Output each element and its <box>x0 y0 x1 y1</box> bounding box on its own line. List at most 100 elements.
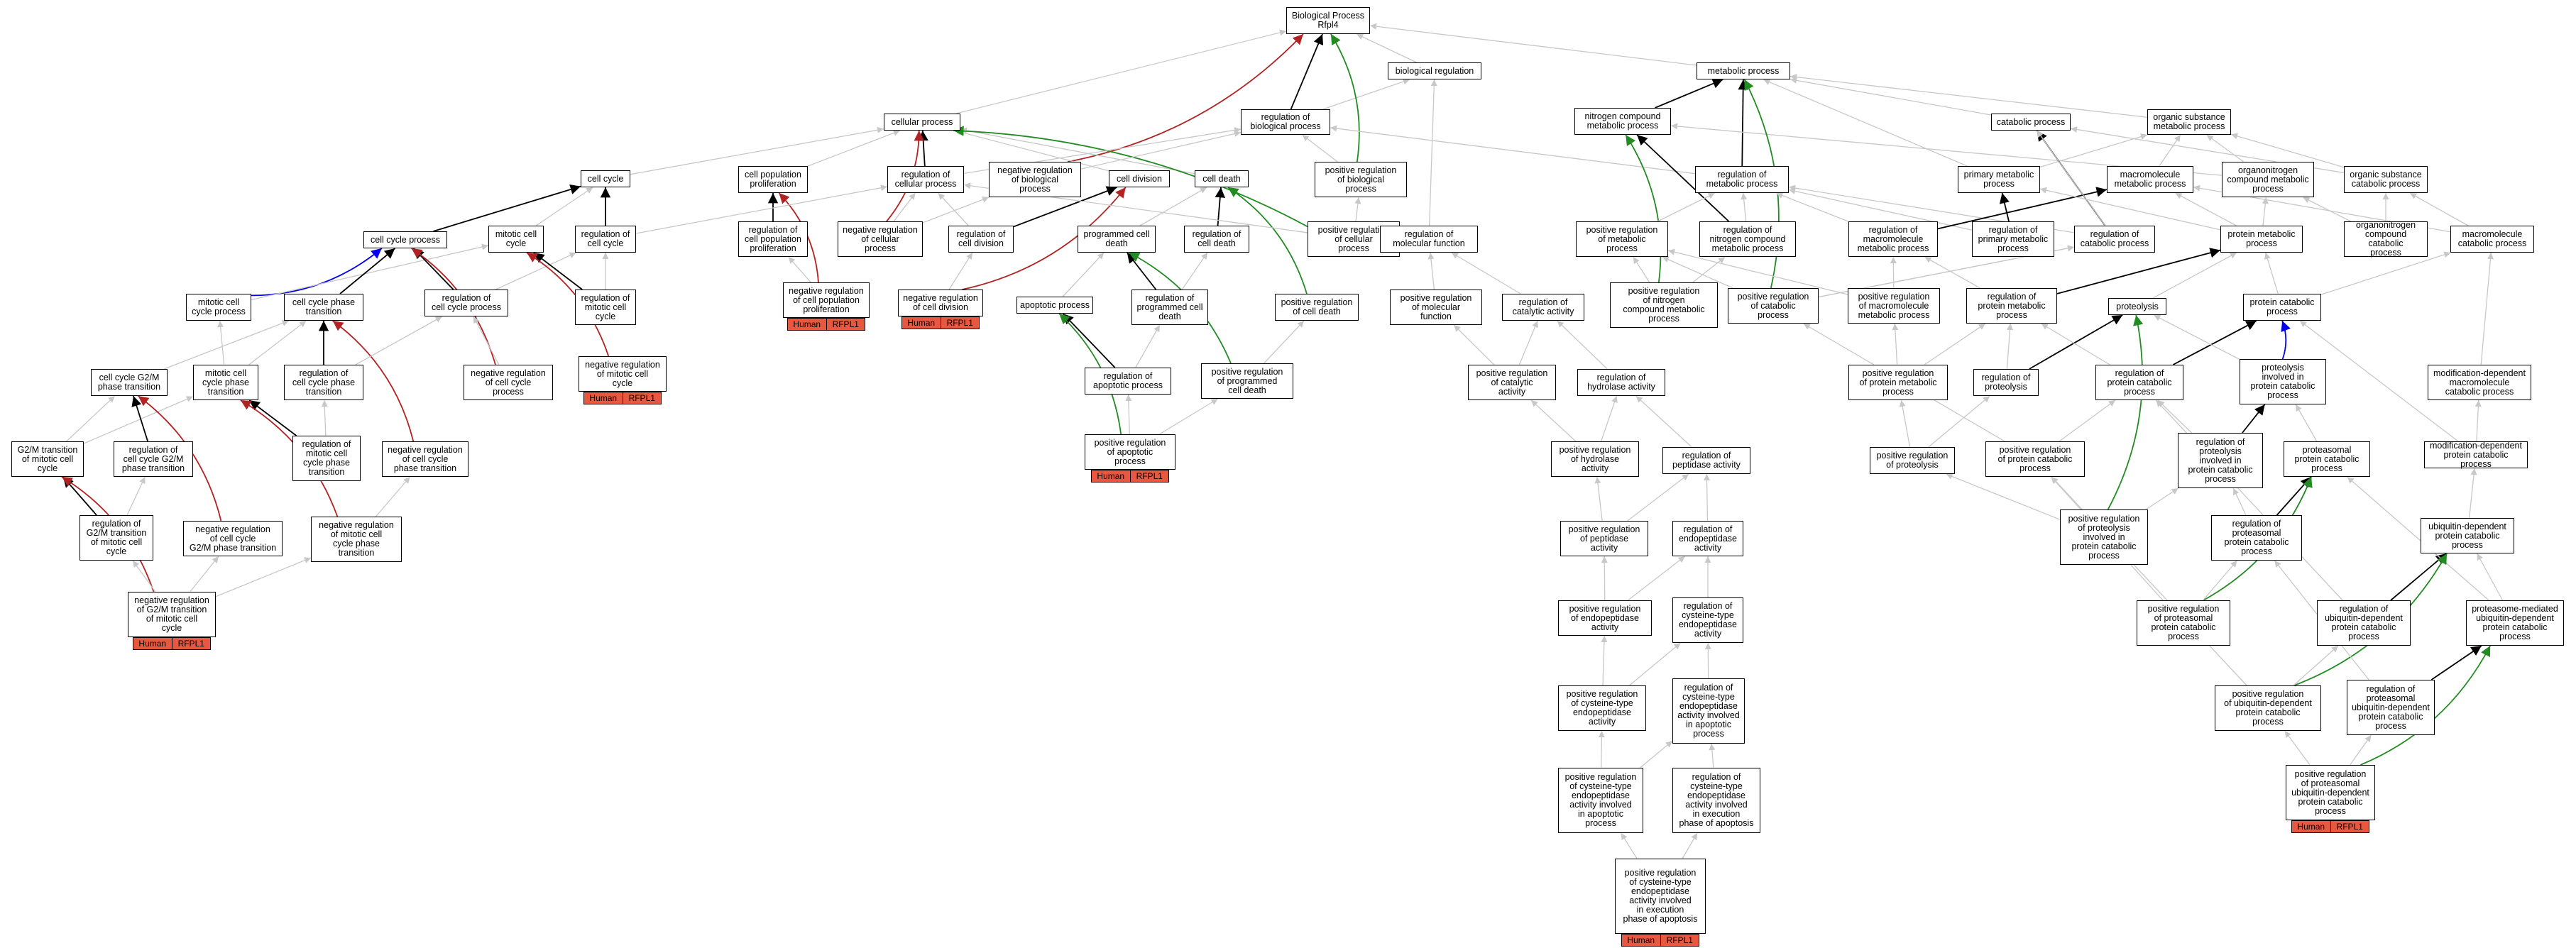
go-term-regcysexec[interactable]: regulation of cysteine-type endopeptidas… <box>1672 768 1760 833</box>
go-term-cellproc[interactable]: cellular process <box>884 114 960 131</box>
go-term-regprogdeath[interactable]: regulation of programmed cell death <box>1131 290 1208 325</box>
go-term-cellcycleproc[interactable]: cell cycle process <box>363 231 447 248</box>
go-term-mitcellcycleproc[interactable]: mitotic cell cycle process <box>186 294 251 321</box>
go-term-metab[interactable]: metabolic process <box>1697 62 1790 79</box>
go-term-primmetab[interactable]: primary metabolic process <box>1958 166 2040 193</box>
go-term-regcellpop[interactable]: regulation of cell population proliferat… <box>738 221 808 257</box>
go-term-posreghydro[interactable]: positive regulation of hydrolase activit… <box>1551 441 1639 477</box>
go-term-posregmolfun[interactable]: positive regulation of molecular functio… <box>1390 290 1482 325</box>
go-term-posregmetab[interactable]: positive regulation of metabolic process <box>1576 221 1668 257</box>
go-term-regmacro[interactable]: regulation of macromolecule metabolic pr… <box>1848 221 1938 257</box>
go-term-regprogdeath2[interactable]: positive regulation of programmed cell d… <box>1201 363 1293 399</box>
go-term-regproteasomeubi[interactable]: regulation of proteasomal ubiquitin-depe… <box>2347 680 2435 735</box>
go-term-posregcatab[interactable]: positive regulation of catabolic process <box>1728 288 1819 324</box>
go-term-moddepmacro[interactable]: modification-dependent macromolecule cat… <box>2428 365 2531 400</box>
go-term-posregproteasomal[interactable]: positive regulation of proteasomal prote… <box>2137 600 2230 646</box>
go-term-proteasomeubi[interactable]: proteasome-mediated ubiquitin-dependent … <box>2466 600 2564 646</box>
go-term-regnitro[interactable]: regulation of nitrogen compound metaboli… <box>1699 221 1796 257</box>
go-term-posregcatact[interactable]: positive regulation of catalytic activit… <box>1468 365 1556 400</box>
go-term-posregendopep[interactable]: positive regulation of endopeptidase act… <box>1558 600 1652 636</box>
go-term-orgsubcat[interactable]: organic substance catabolic process <box>2344 166 2428 193</box>
go-term-proteasomal[interactable]: proteasomal protein catabolic process <box>2284 441 2370 477</box>
go-term-posregcelldeath[interactable]: positive regulation of cell death <box>1275 294 1359 321</box>
go-term-proteolysisprotcat[interactable]: proteolysis involved in protein cataboli… <box>2240 359 2326 404</box>
go-term-regmetab[interactable]: regulation of metabolic process <box>1695 166 1789 193</box>
go-term-negregcellcycleproc[interactable]: negative regulation of cell cycle proces… <box>464 365 553 400</box>
go-term-regG2Mmit[interactable]: regulation of G2/M transition of mitotic… <box>80 515 153 561</box>
go-term-posregapop[interactable]: positive regulation of apoptotic process <box>1085 434 1175 470</box>
go-term-regprotcat[interactable]: regulation of protein catabolic process <box>2095 365 2183 400</box>
go-term-regproteolysis[interactable]: regulation of proteolysis <box>1973 369 2039 396</box>
go-term-protmetab[interactable]: protein metabolic process <box>2220 226 2303 253</box>
go-term-cellcycle[interactable]: cell cycle <box>581 170 630 187</box>
go-term-orgsub[interactable]: organic substance metabolic process <box>2147 109 2231 135</box>
go-term-macromol[interactable]: macromolecule metabolic process <box>2107 166 2193 193</box>
go-term-bioreg[interactable]: biological regulation <box>1388 62 1481 79</box>
go-term-root[interactable]: Biological Process Rfpl4 <box>1286 7 1370 34</box>
go-term-posregnitro[interactable]: positive regulation of nitrogen compound… <box>1610 282 1718 328</box>
go-term-negregcellcycleG2M[interactable]: negative regulation of cell cycle G2/M p… <box>183 521 283 556</box>
go-term-regmolfun[interactable]: regulation of molecular function <box>1380 226 1478 253</box>
go-term-nitro[interactable]: nitrogen compound metabolic process <box>1574 108 1671 135</box>
go-term-negregcellcyclephase[interactable]: negative regulation of cell cycle phase … <box>382 441 468 477</box>
go-term-posregcysapop[interactable]: positive regulation of cysteine-type end… <box>1558 768 1643 833</box>
go-term-cellpop[interactable]: cell population proliferation <box>738 166 808 193</box>
go-term-regcatab[interactable]: regulation of catabolic process <box>2074 226 2155 253</box>
go-term-regcellcyclephase[interactable]: regulation of cell cycle phase transitio… <box>284 365 363 400</box>
go-term-posregcell[interactable]: positive regulation of cellular process <box>1308 221 1400 257</box>
go-term-regapop[interactable]: regulation of apoptotic process <box>1085 368 1171 395</box>
go-term-mitcycle[interactable]: mitotic cell cycle <box>488 226 544 253</box>
go-term-regproteolysisprotcat[interactable]: regulation of proteolysis involved in pr… <box>2178 433 2263 488</box>
go-term-posregproteolysisprotcat[interactable]: positive regulation of proteolysis invol… <box>2060 509 2148 565</box>
go-term-regcysapop[interactable]: regulation of cysteine-type endopeptidas… <box>1672 678 1745 744</box>
go-term-regcellcycle[interactable]: regulation of cell cycle <box>575 226 636 253</box>
go-term-posregpeptidase[interactable]: positive regulation of peptidase activit… <box>1560 521 1648 556</box>
go-term-posregubidep[interactable]: positive regulation of ubiquitin-depende… <box>2215 685 2321 731</box>
go-term-regcellcycleproc[interactable]: regulation of cell cycle process <box>424 290 508 316</box>
go-term-proteolysis[interactable]: proteolysis <box>2108 298 2166 315</box>
go-term-mitphase[interactable]: mitotic cell cycle phase transition <box>193 365 258 400</box>
go-term-negregcellpop[interactable]: negative regulation of cell population p… <box>783 282 870 318</box>
go-term-organonitro[interactable]: organonitrogen compound metabolic proces… <box>2222 162 2314 197</box>
go-term-ubidep[interactable]: ubiquitin-dependent protein catabolic pr… <box>2421 518 2514 553</box>
go-term-protcat[interactable]: protein catabolic process <box>2243 294 2321 321</box>
go-term-regcelldeath[interactable]: regulation of cell death <box>1184 226 1249 253</box>
go-term-regbio[interactable]: regulation of biological process <box>1241 109 1330 135</box>
go-term-posregmacro[interactable]: positive regulation of macromolecule met… <box>1848 288 1940 324</box>
go-term-regmitcycle[interactable]: regulation of mitotic cell cycle <box>575 290 636 325</box>
go-term-posregprotcat[interactable]: positive regulation of protein catabolic… <box>1985 441 2085 477</box>
go-term-negregmitcycle[interactable]: negative regulation of mitotic cell cycl… <box>579 356 667 392</box>
go-term-G2Mmit[interactable]: G2/M transition of mitotic cell cycle <box>11 441 84 477</box>
go-term-regcysendopep[interactable]: regulation of cysteine-type endopeptidas… <box>1672 597 1743 643</box>
go-term-regpeptidase[interactable]: regulation of peptidase activity <box>1662 447 1750 474</box>
go-term-macrocat[interactable]: macromolecule catabolic process <box>2450 226 2534 253</box>
go-term-apoptotic[interactable]: apoptotic process <box>1016 297 1093 314</box>
go-term-posregcysexec[interactable]: positive regulation of cysteine-type end… <box>1615 859 1706 934</box>
go-term-cellcycleG2M[interactable]: cell cycle G2/M phase transition <box>91 369 168 396</box>
go-term-regmitphase[interactable]: regulation of mitotic cell cycle phase t… <box>292 436 361 481</box>
go-term-posregproteolysis[interactable]: positive regulation of proteolysis <box>1870 447 1955 474</box>
go-term-negregcell[interactable]: negative regulation of cellular process <box>838 221 923 257</box>
go-term-catab[interactable]: catabolic process <box>1991 114 2071 131</box>
go-term-cellcyclephase[interactable]: cell cycle phase transition <box>284 294 363 321</box>
go-term-negregG2Mmit[interactable]: negative regulation of G2/M transition o… <box>128 592 216 637</box>
go-term-regcellcycleG2M[interactable]: regulation of cell cycle G2/M phase tran… <box>114 441 193 477</box>
go-term-regendopep[interactable]: regulation of endopeptidase activity <box>1672 521 1743 556</box>
go-term-regprotmetab[interactable]: regulation of protein metabolic process <box>1966 288 2057 324</box>
go-term-moddepprot[interactable]: modification-dependent protein catabolic… <box>2424 441 2528 468</box>
go-term-regubidep[interactable]: regulation of ubiquitin-dependent protei… <box>2317 600 2411 646</box>
go-term-celldeath[interactable]: cell death <box>1195 170 1249 187</box>
go-term-negregbio[interactable]: negative regulation of biological proces… <box>989 162 1081 197</box>
go-term-regprim[interactable]: regulation of primary metabolic process <box>1972 221 2054 257</box>
go-term-regcellproc[interactable]: regulation of cellular process <box>887 166 964 193</box>
go-term-regproteasomal[interactable]: regulation of proteasomal protein catabo… <box>2211 515 2302 561</box>
go-term-posregcysendopep[interactable]: positive regulation of cysteine-type end… <box>1558 685 1646 731</box>
go-term-reghydro[interactable]: regulation of hydrolase activity <box>1577 369 1665 396</box>
go-term-posregproteasomeubi[interactable]: positive regulation of proteasomal ubiqu… <box>2286 765 2375 820</box>
